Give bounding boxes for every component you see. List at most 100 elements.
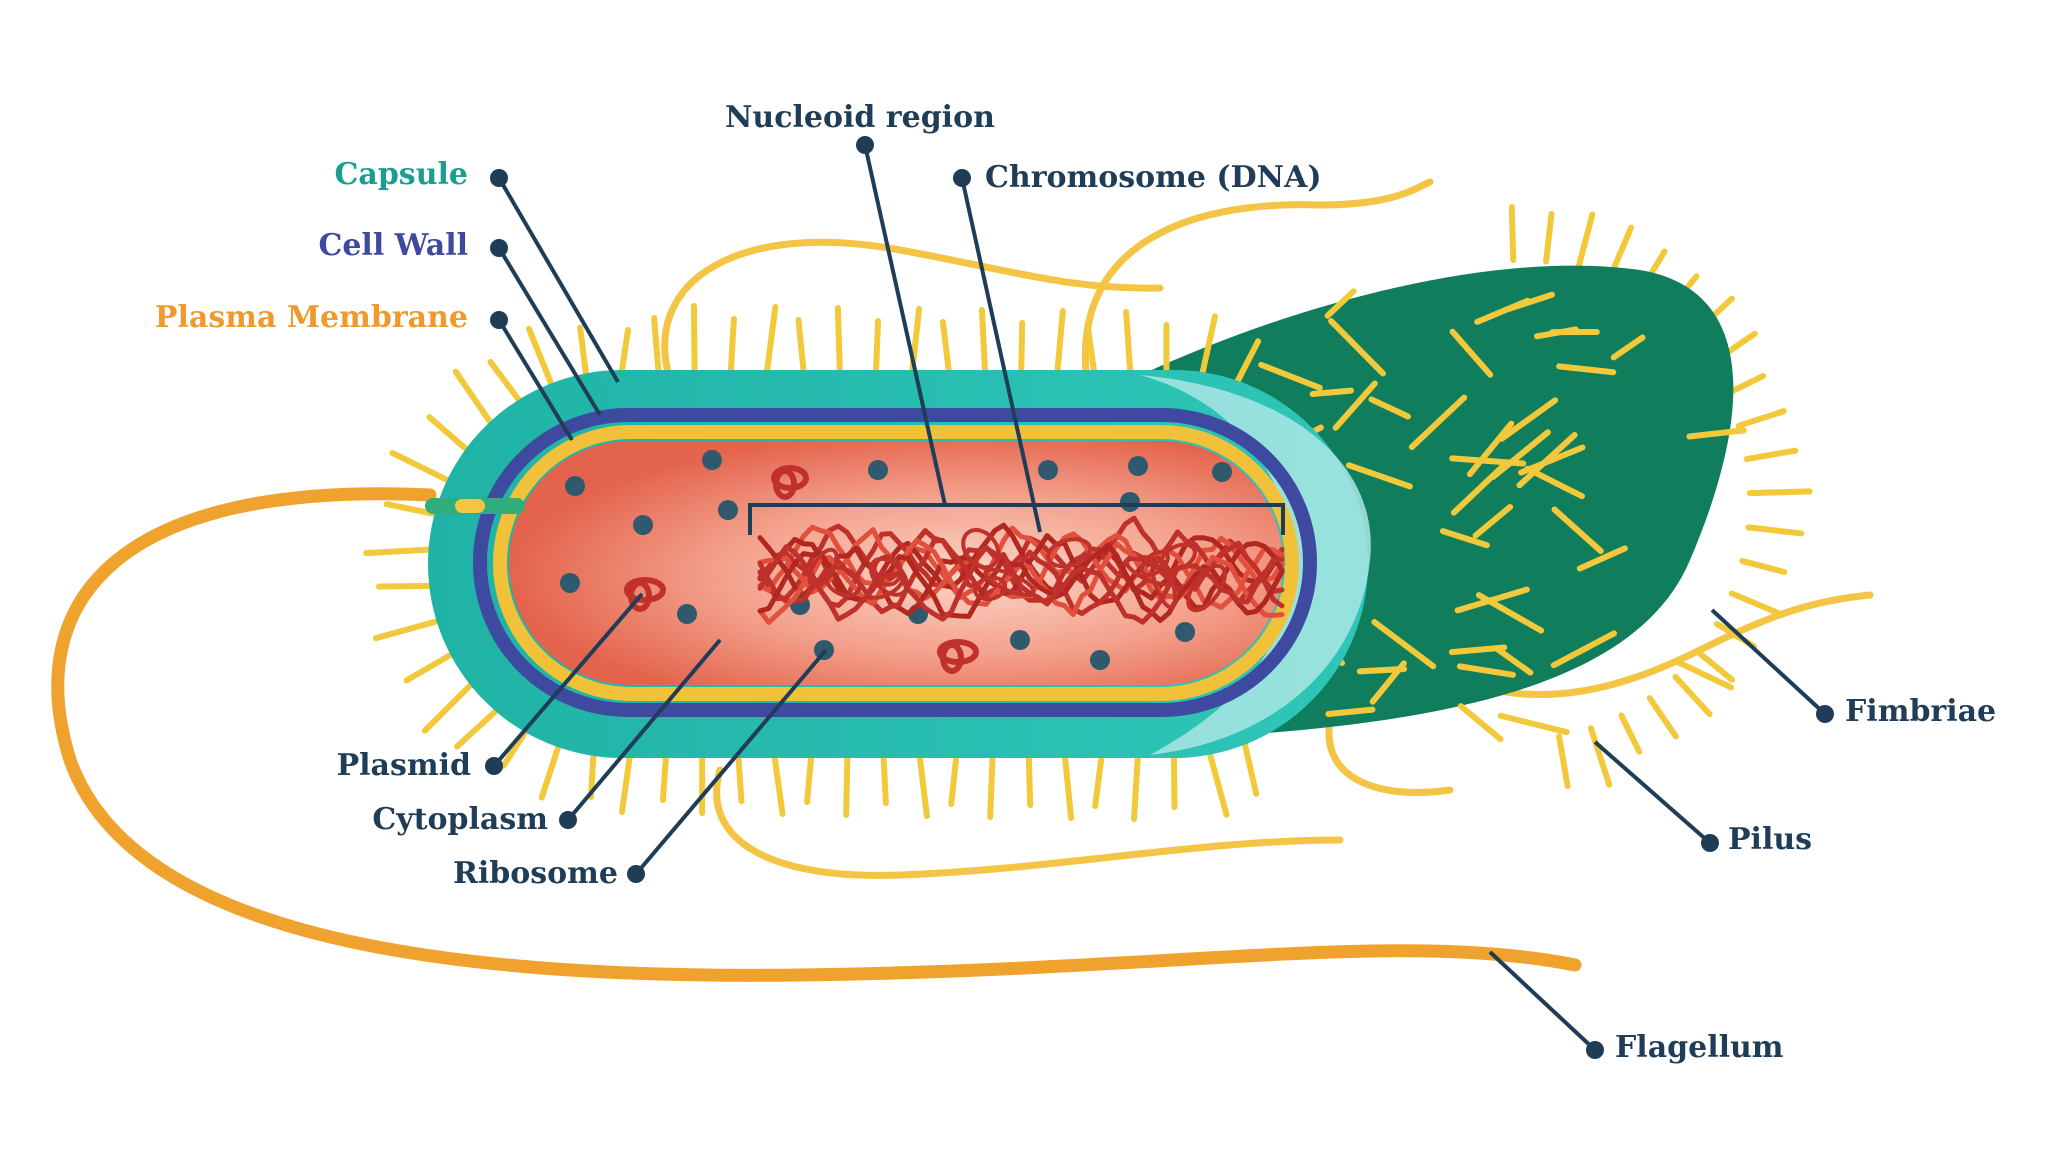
label-plasma-membrane: Plasma Membrane	[154, 300, 468, 335]
label-plasmid: Plasmid	[336, 748, 471, 783]
dna-loop	[973, 575, 1008, 602]
ribosome	[1212, 462, 1232, 482]
fimbria	[1371, 618, 1437, 670]
fimbria	[1551, 506, 1604, 555]
fimbria	[1508, 204, 1517, 264]
fimbria	[1439, 528, 1490, 549]
fimbria	[916, 755, 930, 819]
ribosome	[1090, 650, 1110, 670]
fimbria	[1587, 725, 1613, 788]
fimbria	[651, 315, 662, 373]
leader-plasma-membrane	[497, 318, 574, 442]
fimbria	[1408, 394, 1468, 451]
fimbria	[1456, 663, 1516, 678]
fimbria	[1332, 380, 1378, 431]
chromosome-dna	[757, 515, 1285, 625]
fimbria	[454, 708, 499, 750]
fimbria	[978, 307, 988, 373]
ribosome	[868, 460, 888, 480]
ribosome	[702, 450, 722, 470]
fimbria	[1025, 755, 1034, 808]
pilus	[713, 766, 1344, 879]
fimbria	[764, 304, 779, 373]
leader-dots	[485, 136, 1834, 1059]
membrane-pore-core	[455, 499, 485, 513]
fimbria	[1054, 308, 1066, 373]
dna-loop	[866, 572, 905, 600]
fimbria	[1475, 592, 1545, 634]
fimbria	[1309, 387, 1355, 398]
leader-cytoplasm	[566, 638, 722, 822]
leader-lines	[492, 144, 1827, 1052]
label-flagellum: Flagellum	[1615, 1030, 1784, 1065]
fimbria	[1739, 558, 1788, 575]
dna-loop	[1186, 563, 1227, 613]
fimbria	[1018, 320, 1026, 373]
ribosomes	[560, 450, 1232, 670]
fimbria	[843, 755, 851, 818]
fimbria	[1543, 211, 1555, 265]
fimbria	[1497, 712, 1570, 736]
fimbria	[1576, 545, 1628, 572]
fimbria	[619, 755, 633, 815]
fimbria	[1618, 712, 1643, 755]
label-fimbriae: Fimbriae	[1845, 694, 1997, 729]
fimbria	[1746, 488, 1813, 497]
ribosome	[1038, 460, 1058, 480]
fimbria	[1550, 630, 1618, 669]
fimbria	[1234, 338, 1262, 384]
fimbria	[1494, 645, 1534, 676]
fimbria	[1062, 755, 1075, 821]
fimbria	[1556, 363, 1617, 376]
fimbria	[1516, 432, 1578, 489]
fimbria	[659, 755, 669, 803]
fimbria	[1466, 420, 1515, 478]
leader-chromosome	[960, 177, 1042, 533]
pilus	[1325, 716, 1454, 796]
fimbria	[771, 755, 786, 817]
ribosome	[1010, 630, 1030, 650]
dna-loop	[1139, 549, 1170, 577]
fimbria	[1646, 695, 1679, 740]
fimbria	[834, 305, 843, 373]
fimbria	[1457, 703, 1504, 743]
leader-flagellum	[1488, 950, 1597, 1052]
fimbria	[1324, 288, 1357, 319]
leader-fimbriae	[1710, 608, 1827, 716]
fimbria	[1328, 318, 1386, 377]
leader-nucleoid	[863, 144, 947, 506]
fimbria	[1084, 321, 1097, 373]
fimbria	[1472, 503, 1514, 539]
fimbria	[1575, 211, 1596, 271]
fimbria	[873, 318, 882, 373]
cell-wall	[473, 408, 1317, 717]
ribosome	[1175, 622, 1195, 642]
fimbria	[375, 582, 433, 590]
fimbria	[577, 324, 589, 377]
ribosome	[1120, 492, 1140, 512]
fimbria	[1199, 313, 1218, 376]
fimbria	[1534, 326, 1579, 340]
fimbria	[1695, 648, 1736, 683]
fimbria	[690, 303, 698, 373]
fimbria	[389, 449, 451, 483]
fimbria	[525, 325, 555, 387]
fimbria	[538, 744, 562, 801]
fimbria	[403, 651, 454, 684]
fimbria	[500, 729, 529, 769]
nucleoid-bracket	[748, 503, 1285, 535]
leader-plasmid	[492, 592, 644, 768]
fimbria	[452, 368, 493, 425]
fimbria	[1745, 524, 1805, 537]
fimbria	[426, 414, 469, 452]
fimbria	[363, 546, 432, 557]
leader-cell-wall	[497, 246, 602, 417]
dna-loop	[1150, 555, 1178, 610]
label-pilus: Pilus	[1728, 822, 1813, 857]
fimbria	[1449, 328, 1494, 378]
capsule-highlight	[1140, 375, 1371, 755]
label-ribosome: Ribosome	[452, 856, 618, 891]
fimbria	[1686, 427, 1747, 440]
